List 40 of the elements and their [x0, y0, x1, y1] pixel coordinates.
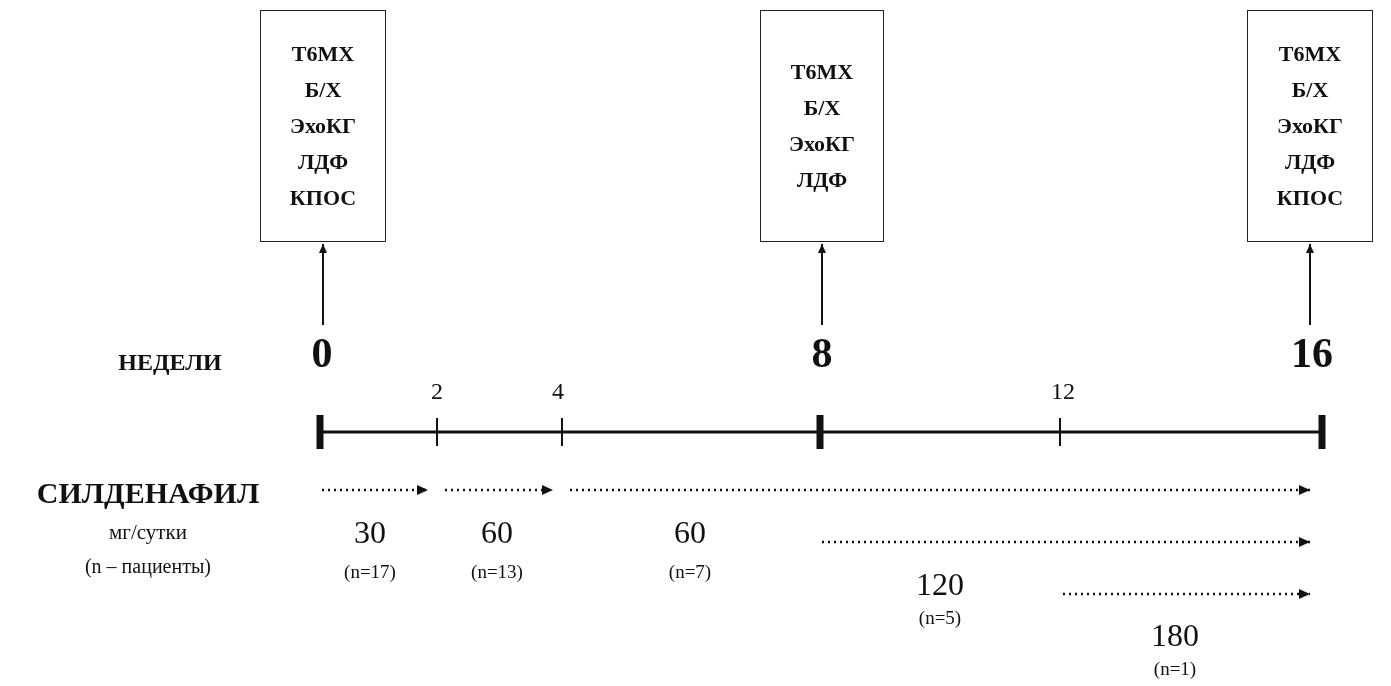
- axis-title: НЕДЕЛИ: [118, 348, 222, 376]
- dose-value: 30: [354, 513, 386, 551]
- test-name: Т6МХ: [291, 40, 355, 68]
- test-name: ЛДФ: [1284, 148, 1336, 176]
- arrow: [1306, 243, 1314, 326]
- measurement-box: [1247, 10, 1373, 242]
- week-number: 4: [552, 377, 564, 405]
- note-label: (n – пациенты): [84, 554, 212, 578]
- test-name: Б/Х: [1291, 76, 1329, 104]
- patient-count: (n=5): [918, 607, 962, 629]
- measurement-box: [260, 10, 386, 242]
- unit-label: мг/сутки: [109, 519, 187, 545]
- dose-value: 60: [674, 513, 706, 551]
- week-number: 0: [311, 329, 333, 377]
- arrow: [319, 243, 327, 326]
- dose-value: 60: [481, 513, 513, 551]
- patient-count: (n=1): [1153, 658, 1197, 680]
- patient-count: (n=7): [668, 561, 712, 583]
- test-name: ЭхоКГ: [289, 112, 356, 140]
- patient-count: (n=17): [344, 561, 396, 583]
- test-name: Б/Х: [304, 76, 342, 104]
- measurement-box: [760, 10, 884, 242]
- week-number: 12: [1051, 377, 1075, 405]
- week-number: 2: [431, 377, 443, 405]
- test-name: Т6МХ: [790, 58, 854, 86]
- week-number: 16: [1291, 329, 1333, 377]
- test-name: КПОС: [289, 184, 357, 212]
- arrow: [818, 243, 826, 326]
- test-name: Т6МХ: [1278, 40, 1342, 68]
- dose-value: 180: [1151, 616, 1199, 654]
- test-name: ЛДФ: [297, 148, 349, 176]
- test-name: ЛДФ: [796, 166, 848, 194]
- test-name: КПОС: [1276, 184, 1344, 212]
- dose-value: 120: [916, 565, 964, 603]
- week-number: 8: [811, 329, 833, 377]
- test-name: ЭхоКГ: [1276, 112, 1343, 140]
- test-name: ЭхоКГ: [788, 130, 855, 158]
- patient-count: (n=13): [471, 561, 523, 583]
- test-name: Б/Х: [803, 94, 841, 122]
- drug-name: СИЛДЕНАФИЛ: [36, 476, 260, 510]
